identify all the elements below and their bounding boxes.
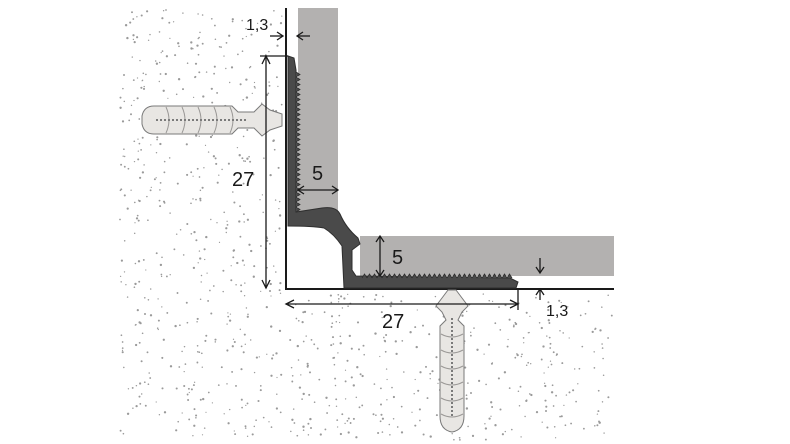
corner-profile (287, 55, 519, 289)
floor-tile (360, 236, 614, 276)
floor-gap-label: 5 (392, 247, 403, 269)
concrete-substrate (118, 8, 616, 444)
wall-dowel (141, 103, 283, 137)
profile-serration-floor (361, 273, 513, 279)
bottom-thickness-label: 1,3 (546, 303, 568, 320)
horizontal-length-label: 27 (382, 311, 404, 333)
profile-serration-wall (295, 71, 301, 213)
dimension-lines (260, 31, 545, 310)
top-thickness-label: 1,3 (246, 17, 268, 34)
wall-gap-label: 5 (312, 163, 323, 185)
vertical-height-label: 27 (232, 169, 254, 191)
floor-dowel (435, 289, 469, 433)
